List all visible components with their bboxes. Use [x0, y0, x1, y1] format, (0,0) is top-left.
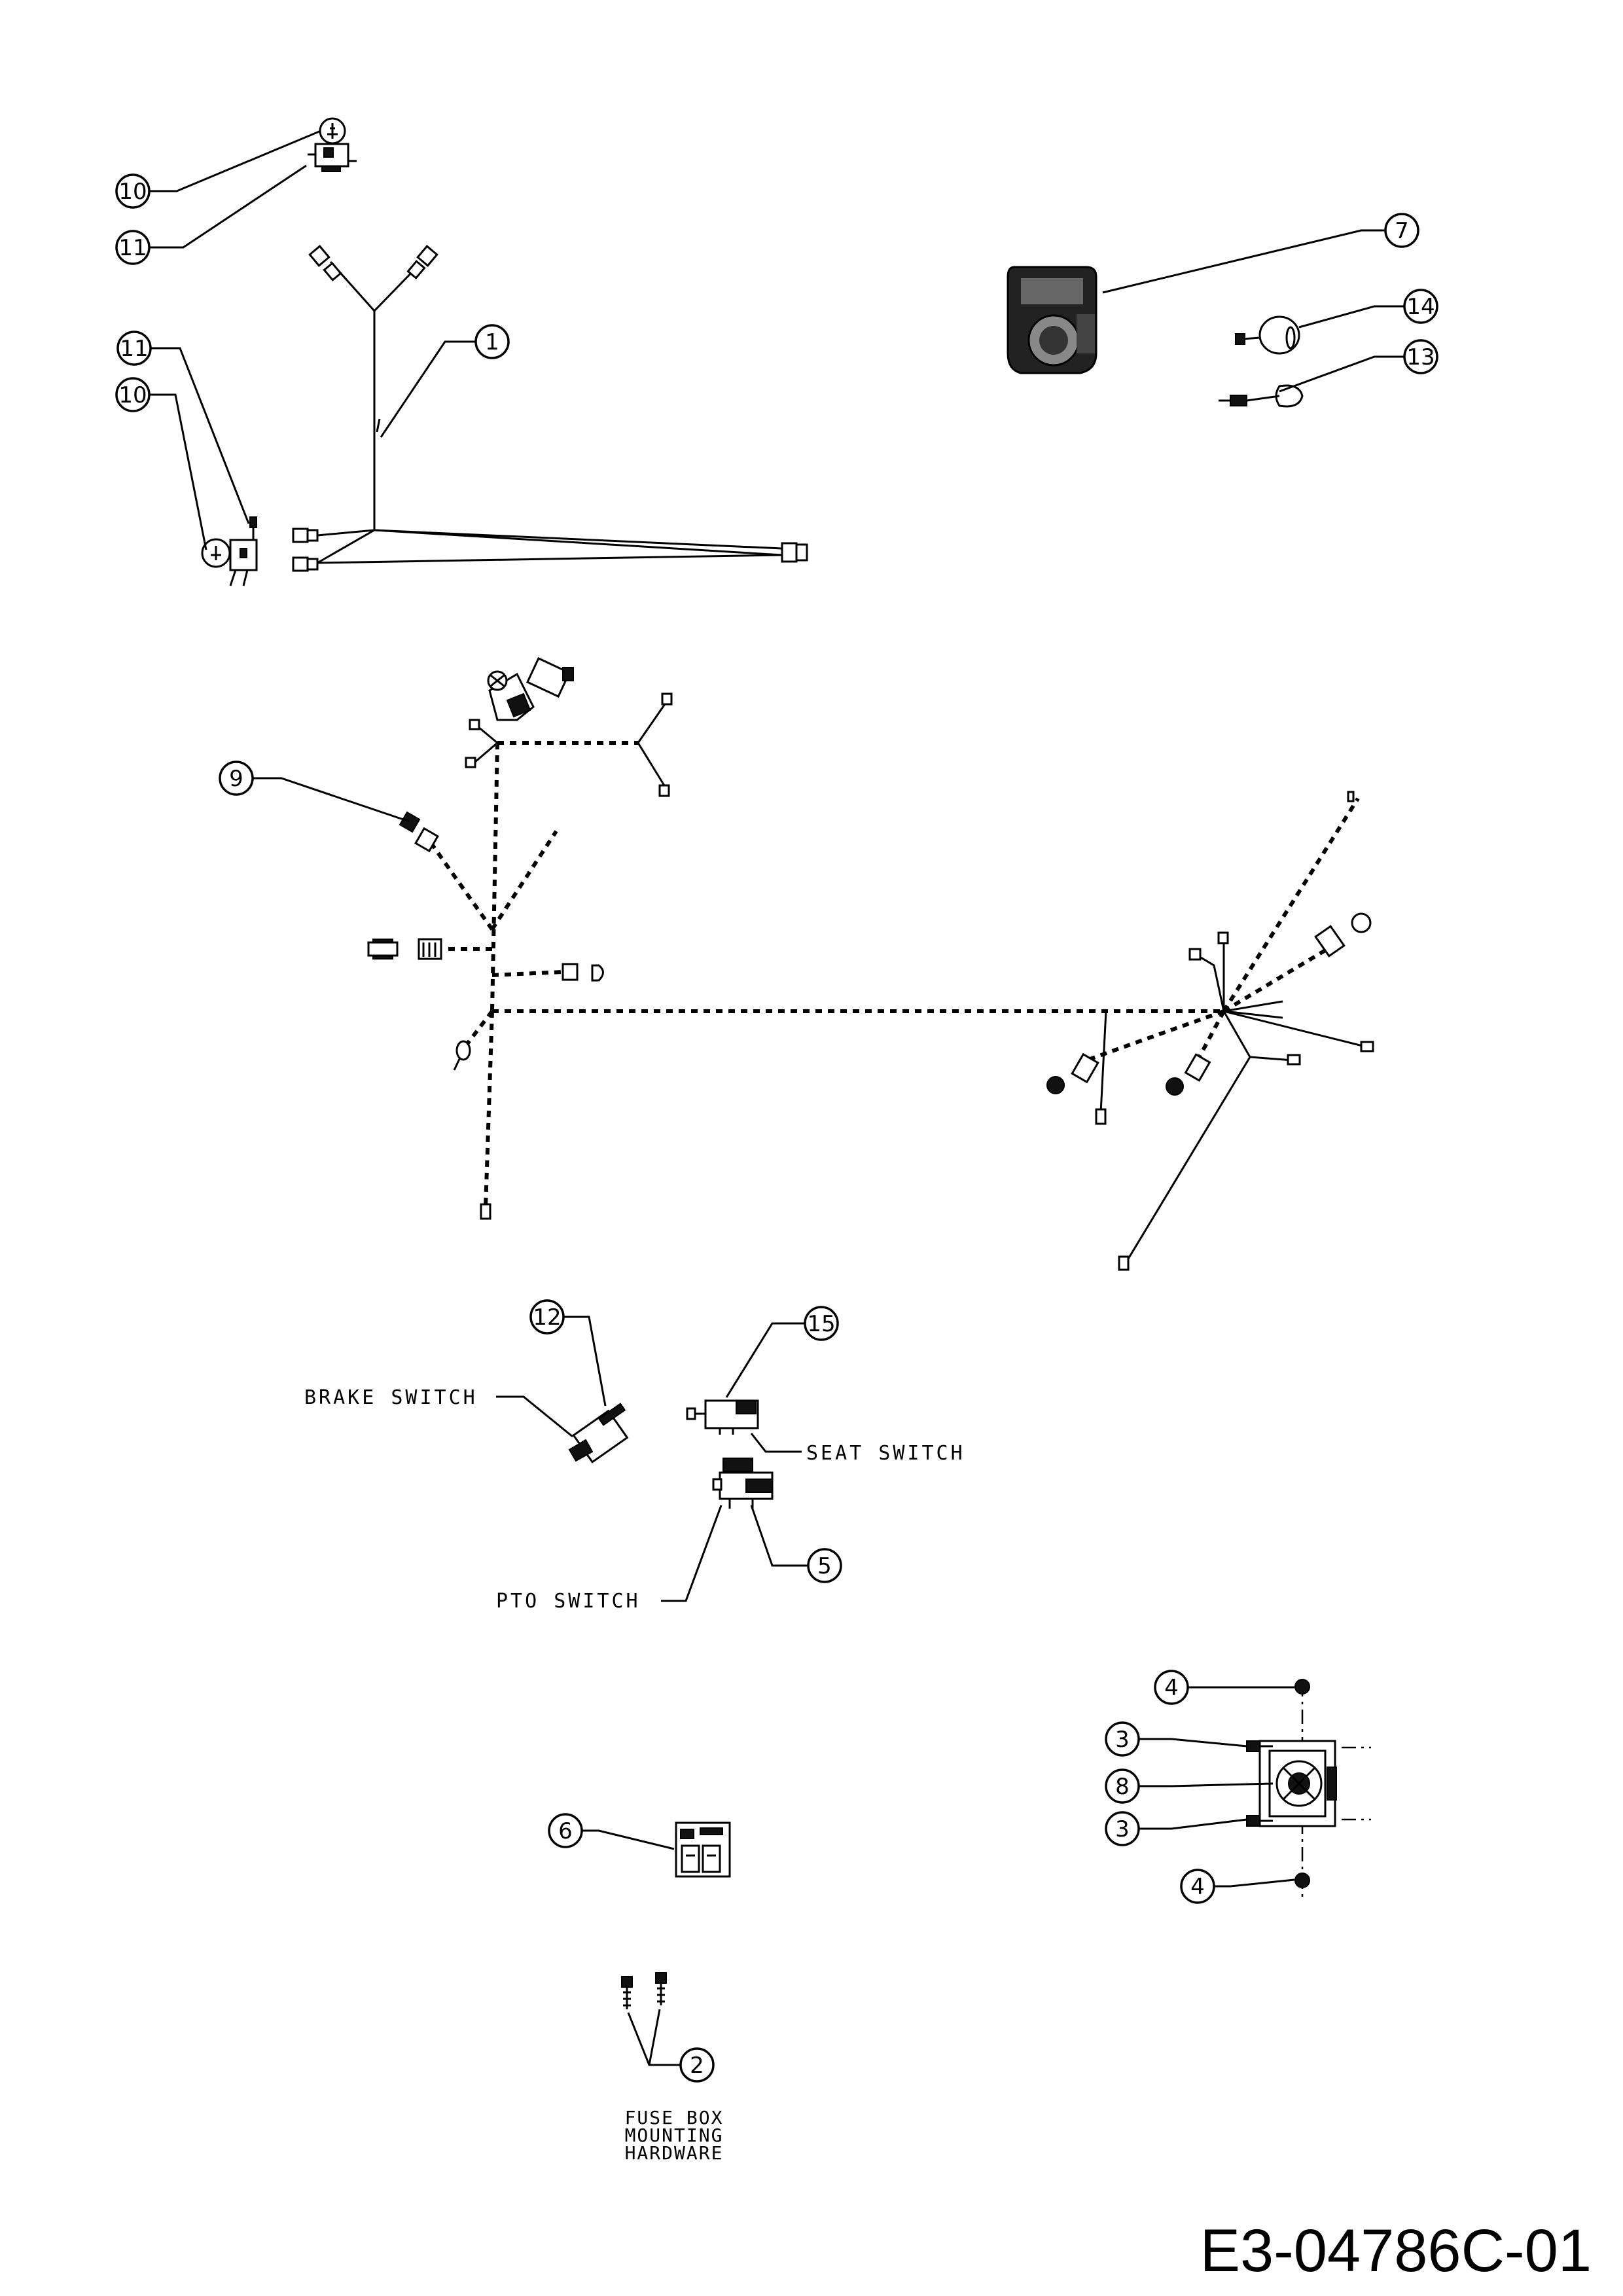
pto-switch-label: PTO SWITCH [496, 1590, 641, 1613]
callout-14: 14 [1403, 289, 1438, 324]
callout-5: 5 [807, 1548, 842, 1583]
pto-switch [712, 1458, 774, 1509]
callout-number: 3 [1115, 1727, 1130, 1753]
headlight-harness [292, 245, 808, 572]
seat-switch [686, 1399, 759, 1435]
headlight-bulb-top [308, 117, 357, 172]
fuse-box-label-line3: HARDWARE [625, 2142, 724, 2164]
callout-13: 13 [1403, 339, 1438, 374]
callout-number: 11 [120, 336, 148, 362]
callout-number: 14 [1406, 294, 1435, 320]
solenoid-cluster [465, 656, 574, 768]
callout-number: 9 [229, 766, 243, 792]
seat-switch-label: SEAT SWITCH [806, 1442, 965, 1465]
callout-number: 2 [690, 2053, 704, 2079]
callout-1: 1 [474, 324, 510, 359]
callout-4-top: 4 [1154, 1670, 1189, 1705]
fuse-box-label-line1: FUSE BOX [625, 2107, 724, 2128]
callout-number: 12 [533, 1304, 561, 1331]
callout-number: 10 [118, 179, 147, 205]
callout-12: 12 [529, 1299, 565, 1335]
callout-9: 9 [219, 761, 254, 796]
callout-number: 4 [1164, 1675, 1179, 1701]
fuse-box [675, 1821, 731, 1878]
callout-4-bottom: 4 [1180, 1869, 1215, 1904]
callout-number: 13 [1406, 344, 1435, 370]
callout-number: 1 [485, 329, 499, 355]
fuse-box-label-line2: MOUNTING [625, 2125, 724, 2146]
callout-number: 4 [1190, 1874, 1205, 1900]
callout-number: 15 [807, 1311, 835, 1337]
headlight-bulb-left [201, 516, 258, 586]
callout-number: 10 [118, 382, 147, 408]
callout-11-top: 11 [115, 230, 151, 265]
callout-3-top: 3 [1105, 1721, 1140, 1757]
brake-switch [568, 1403, 629, 1463]
callout-number: 8 [1115, 1774, 1130, 1800]
callout-3-bottom: 3 [1105, 1811, 1140, 1846]
callout-7: 7 [1384, 213, 1419, 248]
callout-8: 8 [1105, 1768, 1140, 1804]
callout-number: 5 [817, 1553, 832, 1579]
callout-10-left: 10 [115, 377, 151, 412]
brake-switch-label: BRAKE SWITCH [304, 1386, 478, 1409]
callout-10-top: 10 [115, 173, 151, 209]
callout-2: 2 [679, 2047, 715, 2083]
callout-11-left: 11 [116, 331, 152, 366]
ignition-switch [1007, 266, 1097, 374]
callout-number: 7 [1395, 218, 1409, 244]
ignition-nut [1235, 315, 1300, 355]
fuse-box-screws [621, 1972, 667, 2009]
callout-leaders [149, 130, 1404, 2066]
callout-number: 3 [1115, 1816, 1130, 1842]
callout-number: 6 [558, 1818, 573, 1844]
bracket-assembly [1246, 1679, 1371, 1901]
callout-15: 15 [804, 1306, 839, 1341]
main-wire-harness [367, 656, 1374, 1271]
drawing-code: E3-04786C-01 [1200, 2217, 1592, 2284]
callout-6: 6 [548, 1813, 583, 1848]
callout-number: 11 [118, 235, 147, 261]
